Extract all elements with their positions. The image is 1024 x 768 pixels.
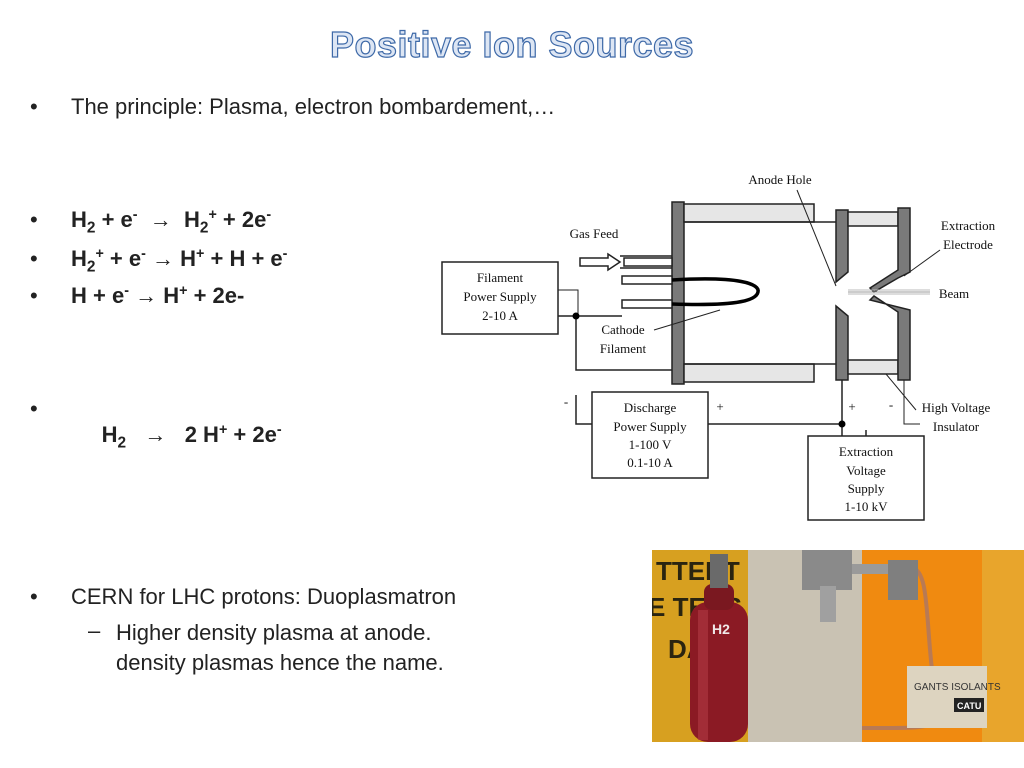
label-extraction-supply-1: Extraction <box>839 444 894 459</box>
equation-3: H + e- → H+ + 2e- <box>71 283 245 308</box>
principle-text: The principle: Plasma, electron bombarde… <box>71 94 556 119</box>
cern-text: CERN for LHC protons: Duoplasmatron <box>71 584 457 609</box>
bullet-dot: • <box>30 246 38 271</box>
slide-title: Positive Ion Sources <box>329 23 695 65</box>
cathode-plate <box>671 201 685 385</box>
label-extraction-supply-4: 1-10 kV <box>845 499 889 514</box>
label-filament-1: Filament <box>477 270 524 285</box>
right-bottom-insulator <box>847 359 899 375</box>
extraction-electrode-lower <box>868 295 911 381</box>
label-hv-1: High Voltage <box>922 400 991 415</box>
bullet-eq1: • H2 + e- → H2+ + 2e- <box>30 207 271 237</box>
label-extraction-supply-2: Voltage <box>846 463 886 478</box>
label-filament-3: 2-10 A <box>482 308 518 323</box>
bullet-dot: • <box>30 283 38 308</box>
sub-bullet-density: – Higher density plasma at anode. densit… <box>88 618 444 678</box>
bullet-dot: • <box>30 94 38 119</box>
duoplasmatron-photo: TTENT E TENS DA GANTS ISOLANTS CATU H2 <box>652 550 1024 742</box>
anode-upper <box>835 209 849 284</box>
label-minus-2: - <box>889 397 893 412</box>
sub-bullet-dash: – <box>88 618 101 643</box>
discharge-supply-box <box>591 391 709 479</box>
cylinder-label: H2 <box>712 621 730 637</box>
anode-lower <box>835 304 849 381</box>
label-minus-1: - <box>564 394 568 409</box>
equation-2: H2+ + e- → H+ + H + e- <box>71 246 288 276</box>
gas-feed-arrow <box>579 252 622 272</box>
filament-supply-box <box>441 261 559 335</box>
label-discharge-1: Discharge <box>624 400 677 415</box>
label-discharge-2: Power Supply <box>613 419 687 434</box>
top-insulator <box>683 203 815 223</box>
label-anode-hole: Anode Hole <box>748 172 811 187</box>
bottom-insulator <box>683 363 815 383</box>
bullet-eq4: • H2 → 2 H+ + 2e- <box>30 396 282 478</box>
label-extraction-1: Extraction <box>941 218 996 233</box>
label-extraction-2: Electrode <box>943 237 993 252</box>
equation-1: H2 + e- → H2+ + 2e- <box>71 207 272 237</box>
extraction-supply-box <box>807 435 925 521</box>
equation-4: H2 → 2 H+ + 2e- <box>95 422 282 452</box>
extraction-electrode-upper <box>868 207 911 293</box>
label-cathode-1: Cathode <box>601 322 645 337</box>
bullet-cern: • CERN for LHC protons: Duoplasmatron <box>30 584 456 610</box>
label-gas-feed: Gas Feed <box>570 226 619 241</box>
label-extraction-supply-3: Supply <box>848 481 885 496</box>
bullet-dot: • <box>30 207 38 232</box>
label-plus-1: + <box>716 399 723 414</box>
brand-text: CATU <box>957 701 981 711</box>
bullet-dot: • <box>30 396 38 421</box>
bullet-principle: • The principle: Plasma, electron bombar… <box>30 94 555 120</box>
bullet-dot: • <box>30 584 38 609</box>
label-discharge-3: 1-100 V <box>629 437 672 452</box>
box-text: GANTS ISOLANTS <box>914 682 1001 693</box>
right-top-insulator <box>847 211 899 227</box>
label-plus-2: + <box>848 399 855 414</box>
bullet-eq2: • H2+ + e- → H+ + H + e- <box>30 246 287 276</box>
label-beam: Beam <box>939 286 969 301</box>
label-cathode-2: Filament <box>600 341 647 356</box>
bullet-eq3: • H + e- → H+ + 2e- <box>30 283 244 309</box>
density-line-1: Higher density plasma at anode. <box>116 620 432 645</box>
filament-loop <box>671 277 760 307</box>
label-filament-2: Power Supply <box>463 289 537 304</box>
label-discharge-4: 0.1-10 A <box>627 455 673 470</box>
density-line-2: density plasmas hence the name. <box>116 650 444 675</box>
label-hv-2: Insulator <box>933 419 980 434</box>
